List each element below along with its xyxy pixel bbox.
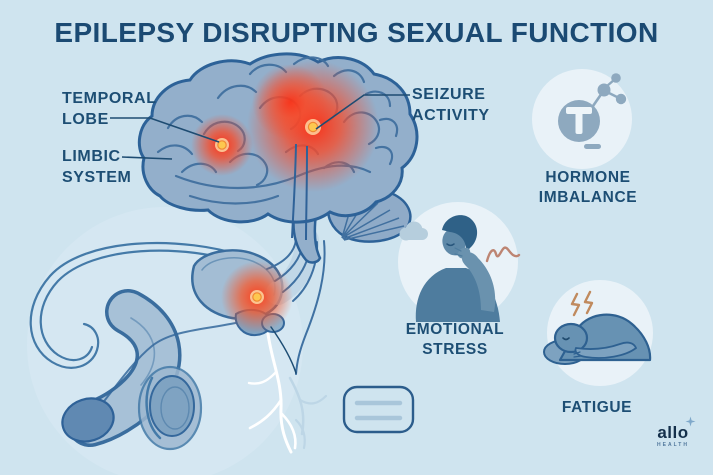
stressed-person-icon (415, 215, 500, 322)
brand-name: allo (646, 416, 700, 441)
label-limbic-system: LIMBIC SYSTEM (62, 148, 132, 187)
label-hormone-imbalance: HORMONE IMBALANCE (538, 169, 638, 207)
page-title: EPILEPSY DISRUPTING SEXUAL FUNCTION (54, 17, 659, 48)
sleeping-person-icon (543, 313, 652, 365)
brand-logo: allo HEALTH (646, 416, 700, 448)
testosterone-molecule-icon (558, 73, 627, 149)
brand-tagline: HEALTH (657, 442, 689, 448)
emotional-stress-badge (398, 202, 521, 322)
glans (61, 397, 115, 443)
nerve-branches (247, 326, 328, 454)
seizure-focus-hotspot (305, 119, 321, 135)
fatigue-badge (543, 280, 653, 386)
stress-pulse-line (485, 246, 521, 263)
temporal-lobe-line (110, 117, 220, 143)
testicle (149, 375, 195, 437)
seizure-activity-line (315, 94, 410, 130)
label-fatigue: FATIGUE (561, 399, 633, 416)
temporal-lobe-hotspot (215, 138, 229, 152)
label-lines (110, 94, 410, 160)
pelvic-hotspot (250, 290, 264, 304)
notes-card-icon (342, 385, 415, 434)
fatigue-bolts-icon (570, 290, 594, 317)
limbic-system-line (121, 156, 173, 160)
label-emotional-stress: EMOTIONAL STRESS (405, 321, 505, 359)
label-temporal-lobe: TEMPORAL LOBE (62, 90, 157, 129)
cloud-icon (399, 221, 428, 241)
label-seizure-activity: SEIZURE ACTIVITY (412, 86, 490, 125)
hormone-imbalance-badge (532, 69, 632, 169)
sparkle-icon (685, 416, 696, 427)
